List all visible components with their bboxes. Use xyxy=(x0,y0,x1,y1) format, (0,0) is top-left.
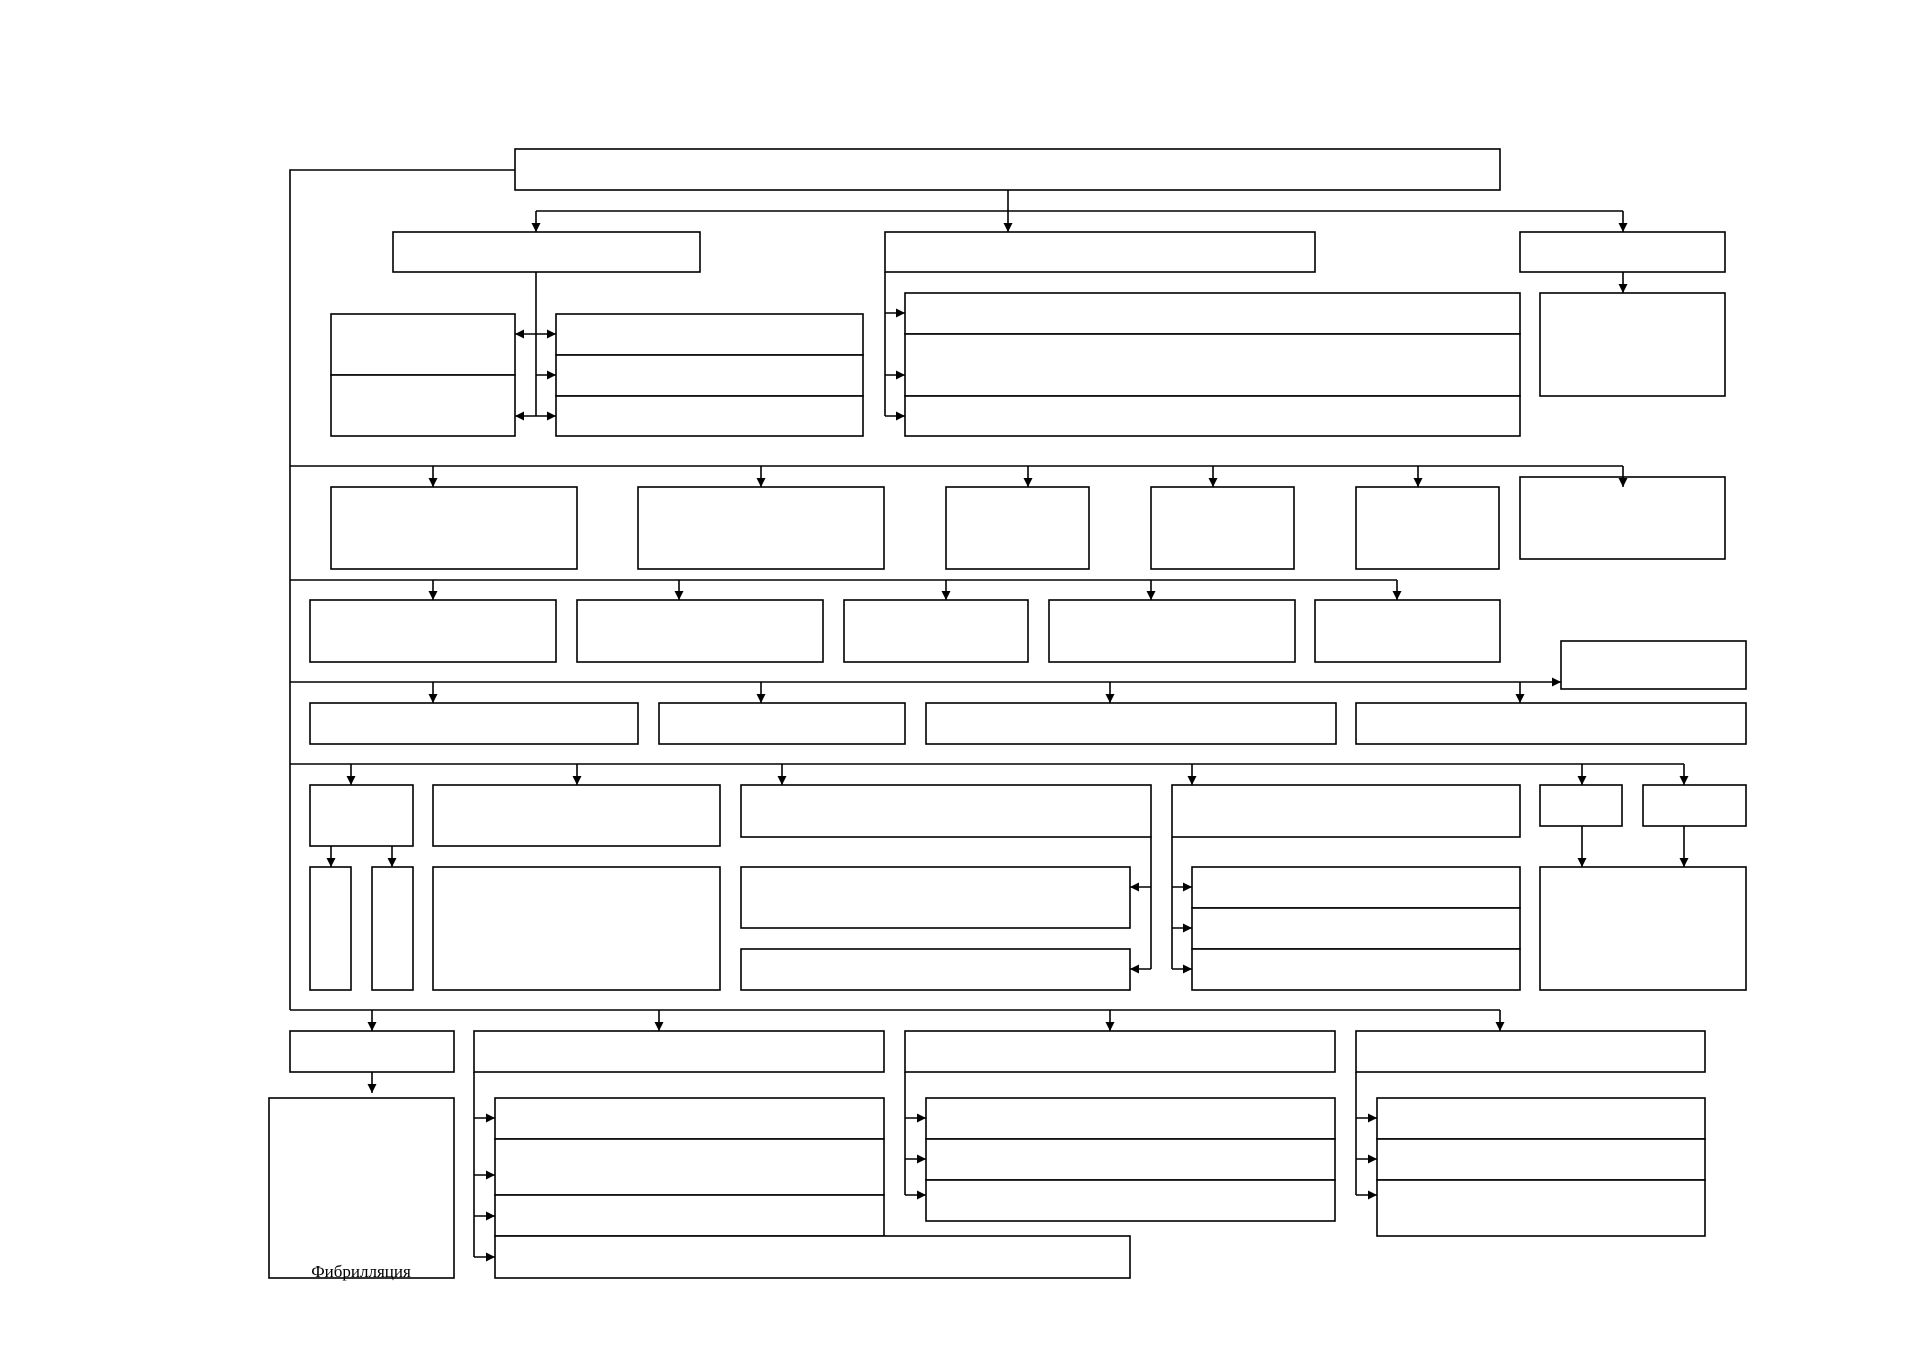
box-top-root xyxy=(514,148,1501,191)
box-row5-2 xyxy=(658,702,906,745)
box-row4-3 xyxy=(843,599,1029,663)
box-row6-4a xyxy=(1191,866,1521,909)
box-row6-2-detail xyxy=(432,866,721,991)
box-row7-4b xyxy=(1376,1138,1706,1181)
box-center-group-3 xyxy=(904,395,1521,437)
box-center-group-2 xyxy=(904,333,1521,397)
box-left-group-b2 xyxy=(555,354,864,397)
box-row4-1 xyxy=(309,599,557,663)
box-row7-3c xyxy=(925,1179,1336,1222)
connector-left-spine xyxy=(289,169,515,1010)
box-row3-6 xyxy=(1519,476,1726,560)
box-row6-3a xyxy=(740,866,1131,929)
box-row6-2 xyxy=(432,784,721,847)
box-row6-merge xyxy=(1539,866,1747,991)
box-row6-6 xyxy=(1642,784,1747,827)
box-row7-2b xyxy=(494,1138,885,1196)
box-row3-1 xyxy=(330,486,578,570)
box-row6-4c xyxy=(1191,948,1521,991)
box-row7-4a xyxy=(1376,1097,1706,1140)
box-row6-1b xyxy=(371,866,414,991)
box-l2-center xyxy=(884,231,1316,273)
box-row7-1 xyxy=(289,1030,455,1073)
box-row5-3 xyxy=(925,702,1337,745)
box-row4-5 xyxy=(1314,599,1501,663)
box-row4-2 xyxy=(576,599,824,663)
box-right-detail xyxy=(1539,292,1726,397)
box-l2-left xyxy=(392,231,701,273)
box-row7-4 xyxy=(1355,1030,1706,1073)
box-row3-4 xyxy=(1150,486,1295,570)
box-l2-right xyxy=(1519,231,1726,273)
box-row6-4b xyxy=(1191,907,1521,950)
box-row7-2d xyxy=(494,1235,1131,1279)
box-row6-1 xyxy=(309,784,414,847)
box-row7-3 xyxy=(904,1030,1336,1073)
box-row7-3b xyxy=(925,1138,1336,1181)
box-left-group-b1 xyxy=(555,313,864,356)
box-row6-5 xyxy=(1539,784,1623,827)
box-row7-3a xyxy=(925,1097,1336,1140)
box-row6-4 xyxy=(1171,784,1521,838)
box-left-group-b3 xyxy=(555,395,864,437)
box-row3-2 xyxy=(637,486,885,570)
box-row7-2a xyxy=(494,1097,885,1140)
box-row7-2c xyxy=(494,1194,885,1237)
box-left-group-a2 xyxy=(330,374,516,437)
box-row7-4c xyxy=(1376,1179,1706,1237)
box-row7-1-detail xyxy=(268,1097,455,1279)
box-row4-side xyxy=(1560,640,1747,690)
box-center-group-1 xyxy=(904,292,1521,335)
box-row6-3b xyxy=(740,948,1131,991)
box-row5-4 xyxy=(1355,702,1747,745)
box-row3-3 xyxy=(945,486,1090,570)
box-row6-3 xyxy=(740,784,1152,838)
box-row6-1a xyxy=(309,866,352,991)
box-row7-2 xyxy=(473,1030,885,1073)
box-row5-1 xyxy=(309,702,639,745)
bottom-left-box-label: Фибрилляция xyxy=(311,1262,411,1281)
box-left-group-a1 xyxy=(330,313,516,376)
box-row4-4 xyxy=(1048,599,1296,663)
box-row3-5 xyxy=(1355,486,1500,570)
